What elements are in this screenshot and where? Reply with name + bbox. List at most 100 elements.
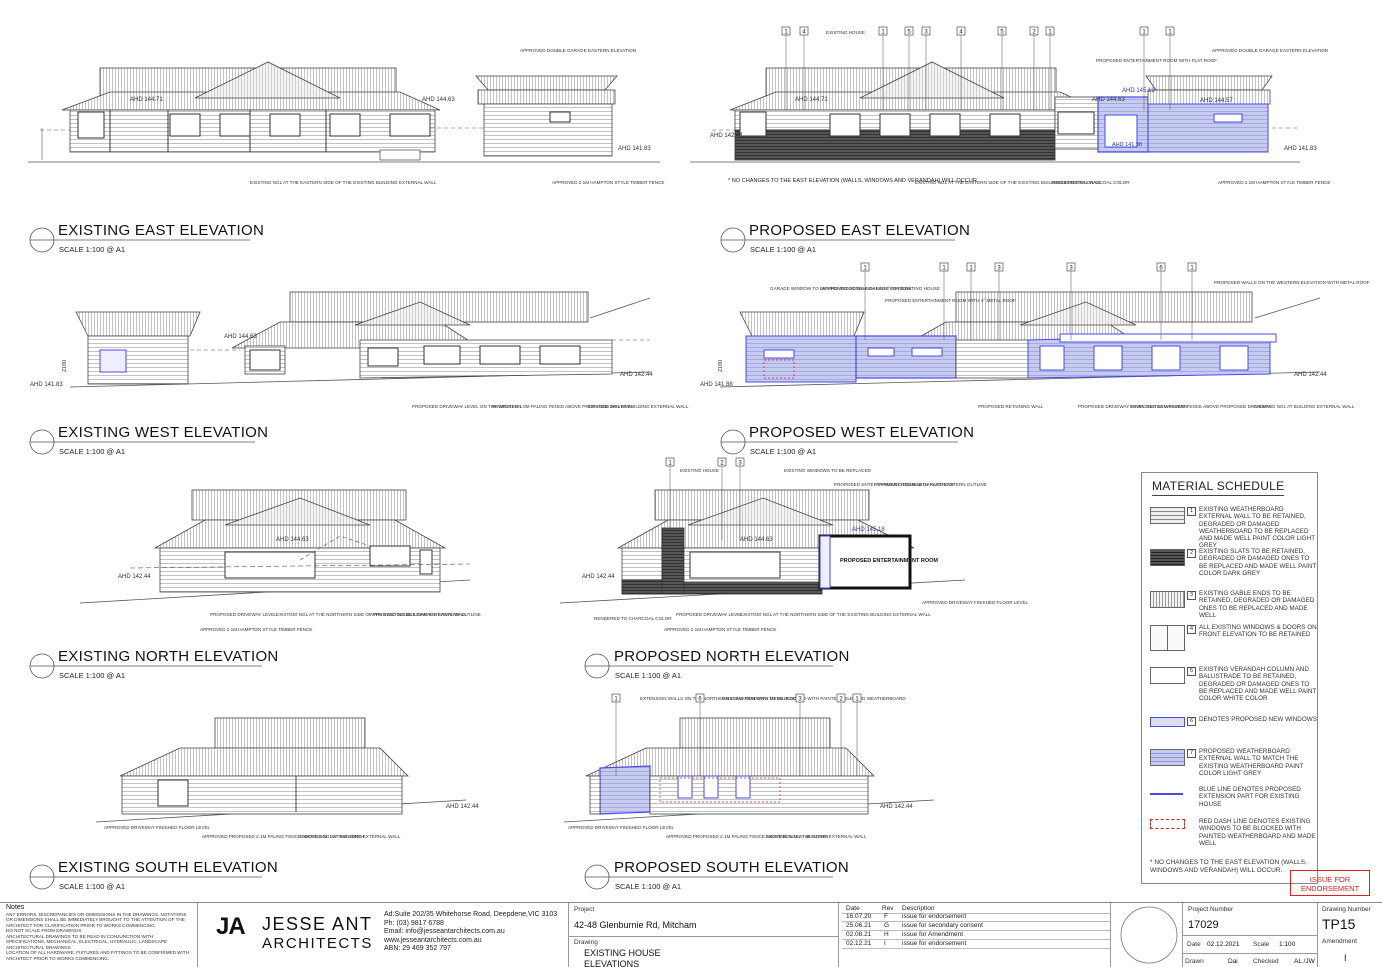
material-tag-box [1139, 26, 1149, 36]
existing-south-scale: SCALE 1:100 @ A1 [59, 882, 125, 891]
existing-east-ngl-note: EXISTING NGL AT THE EASTERN SIDE OF THE … [250, 180, 437, 185]
proposed-east-fence-note: APPROVED 2.1M HAMPTON STYLE TIMBER FENCE [1218, 180, 1330, 185]
material-tag-number: 1 [969, 265, 973, 271]
material-schedule-title: MATERIAL SCHEDULE [1152, 479, 1285, 496]
proposed-south-scale: SCALE 1:100 @ A1 [615, 882, 681, 891]
material-tag-box [735, 457, 745, 467]
slats-swatch [1150, 549, 1185, 566]
proposed-east-drawing: AHD 144.71 AHD 144.63 AHD 145.18 AHD 144… [690, 30, 1330, 253]
project-number: 17029 [1188, 919, 1219, 931]
proposed-east-house-note: EXISTING HOUSE [826, 30, 865, 35]
firm-contact: Ad:Suite 202/35 Whitehorse Road, Deepden… [384, 911, 557, 954]
project-name: 42-48 Glenburnie Rd, Mitcham [574, 920, 697, 930]
notes-heading: Notes [6, 904, 25, 911]
proposed-weatherboard-swatch [1150, 749, 1185, 766]
logo-mark: JA [216, 913, 246, 940]
material-tag-box [611, 693, 621, 703]
proposed-west-retaining-note: PROPOSED RETAINING WALL [978, 404, 1044, 409]
date-label: Date [1187, 941, 1201, 948]
material-tag-number: 2 [720, 460, 724, 466]
revision-row: 16.07.20 F issue for endorsement [842, 913, 1110, 922]
material-schedule: MATERIAL SCHEDULE 1 EXISTING WEATHERBOAR… [1141, 472, 1318, 884]
proposed-north-driveway-note: PROPOSED DRIVEWAY LEVEL [676, 612, 743, 617]
material-tag-number: 4 [959, 29, 963, 35]
title-block: Notes ANY ERRORS, DISCREPANCIES OR OMMIS… [0, 902, 1382, 967]
existing-west-ahd-right: AHD 142.44 [620, 372, 653, 378]
material-tag-box [1165, 26, 1175, 36]
existing-west-drawing: AHD 144.63 AHD 141.83 AHD 142.44 2100 PR… [29, 291, 689, 455]
proposed-west-drawing: AHD 141.88 AHD 142.44 2100 GARAGE WINDOW… [700, 280, 1370, 455]
proposed-north-ahd-ngl: AHD 142.44 [582, 574, 615, 580]
proposed-east-ahd-flat-roof: AHD 145.18 [1122, 88, 1155, 94]
proposed-west-ngl-note: EXISTING NGL AT BUILDING EXTERNAL WALL [1254, 404, 1355, 409]
existing-west-fence-note: PROPOSED 1.9M PALING FENCE ABOVE PROPOSE… [492, 404, 634, 409]
proposed-south-finished-note: APPROVED DRIVEWAY FINISHED FLOOR LEVEL [568, 825, 675, 830]
proposed-east-ahd-eave: AHD 144.63 [1092, 97, 1125, 103]
revision-header: Date Rev Description [842, 905, 1110, 914]
checked-value: AL /JW [1294, 958, 1315, 965]
drawing-title-2: ELEVATIONS [584, 959, 640, 967]
firm-subtitle: ARCHITECTS [262, 935, 373, 952]
material-tag-number: 5 [1000, 29, 1004, 35]
material-tag-number: 1 [881, 29, 885, 35]
window-swatch [1150, 625, 1185, 651]
material-tag-box [966, 262, 976, 272]
material-tag-number: 1 [1168, 29, 1172, 35]
material-tag-number: 6 [698, 696, 702, 702]
material-tag-number: 3 [924, 29, 928, 35]
scale-label: Scale [1253, 941, 1270, 948]
proposed-north-entertainment-note: PROPOSED ENTERTAINMENT ROOM WITH FLAT RO… [834, 482, 955, 487]
existing-north-garage-note: APPROVED DOUBLE GARAGE EASTERN OUTLINE [370, 612, 481, 617]
proposed-west-garage-window-note: GARAGE WINDOW TO BE UPDATED WITH HIGH LI… [770, 286, 911, 291]
material-tag-number: 2 [1032, 29, 1036, 35]
material-tag-box [878, 26, 888, 36]
proposed-west-ahd-right: AHD 142.44 [1294, 372, 1327, 378]
material-schedule-note: * NO CHANGES TO THE EAST ELEVATION (WALL… [1150, 859, 1307, 874]
existing-west-title: EXISTING WEST ELEVATION [58, 424, 269, 441]
material-tag-number: 1 [668, 460, 672, 466]
drawing-title: EXISTING HOUSE [584, 948, 661, 958]
drawing-number-label: Drawing Number [1322, 906, 1371, 913]
proposed-south-ngl-note: EXISTING NGL AT BUILDING EXTERNAL WALL [766, 834, 867, 839]
existing-north-ahd-eave: AHD 144.63 [276, 537, 309, 543]
proposed-north-render-note: RENDERED TO CHARCOAL COLOR [594, 616, 672, 621]
material-tag-box [939, 262, 949, 272]
material-tag-box [836, 693, 846, 703]
existing-west-ngl-note: EXISTING NGL AT BUILDING EXTERNAL WALL [588, 404, 689, 409]
material-tag-box [904, 26, 914, 36]
proposed-east-ahd-ridge: AHD 144.71 [795, 97, 828, 103]
material-tag-box [799, 26, 809, 36]
existing-south-drawing: AHD 142.44 APPROVED DRIVEWAY FINISHED FL… [29, 717, 479, 890]
material-tag-box [1066, 262, 1076, 272]
material-tag-number: 1 [855, 696, 859, 702]
proposed-west-garage-note: APPROVED DOUBLE GARAGE FOR EXISTING HOUS… [822, 286, 940, 291]
existing-south-title: EXISTING SOUTH ELEVATION [58, 859, 279, 876]
revision-row: 02.12.21 I issue for endorsement [842, 940, 1110, 949]
proposed-north-title: PROPOSED NORTH ELEVATION [614, 648, 850, 665]
material-tag-number: 1 [1142, 29, 1146, 35]
material-tag-box [994, 262, 1004, 272]
material-tag-number: 1 [614, 696, 618, 702]
new-window-swatch [1150, 717, 1185, 727]
proposed-west-walls-note: PROPOSED WALLS ON THE WESTERN ELEVATION … [1214, 280, 1370, 285]
proposed-west-driveway-note: PROPOSED DRIVEWAY LEVEL ON THE WESTERN [1078, 404, 1187, 409]
existing-east-fence-note: APPROVED 2.1M HAMPTON STYLE TIMBER FENCE [552, 180, 664, 185]
existing-north-ngl-note: EXISTING NGL AT THE NORTHERN SIDE OF THE… [276, 612, 467, 617]
existing-east-scale: SCALE 1:100 @ A1 [59, 245, 125, 254]
firm-name: JESSE ANT [262, 914, 373, 934]
project-number-label: Project Number [1188, 906, 1234, 913]
material-tag-number: 3 [1069, 265, 1073, 271]
existing-east-ahd-ridge: AHD 144.71 [130, 97, 163, 103]
existing-west-ahd-eave: AHD 144.63 [224, 334, 257, 340]
proposed-east-ngl-note: EXISTING NGL AT THE EASTERN SIDE OF THE … [915, 180, 1102, 185]
material-tag-box [860, 262, 870, 272]
firm-address: Ad:Suite 202/35 Whitehorse Road, Deepden… [384, 911, 558, 918]
existing-east-drawing: AHD 144.71 AHD 144.63 AHD 141.83 APPROVE… [28, 48, 664, 253]
proposed-north-ngl-note: EXISTING NGL AT THE NORTHERN SIDE OF THE… [740, 612, 931, 617]
material-tag-box [695, 693, 705, 703]
material-tag-box [1045, 26, 1055, 36]
general-notes: Notes ANY ERRORS, DISCREPANCIES OR OMMIS… [6, 904, 191, 961]
proposed-north-fence-note: APPROVED 2.1M HAMPTON STYLE TIMBER FENCE [664, 627, 776, 632]
